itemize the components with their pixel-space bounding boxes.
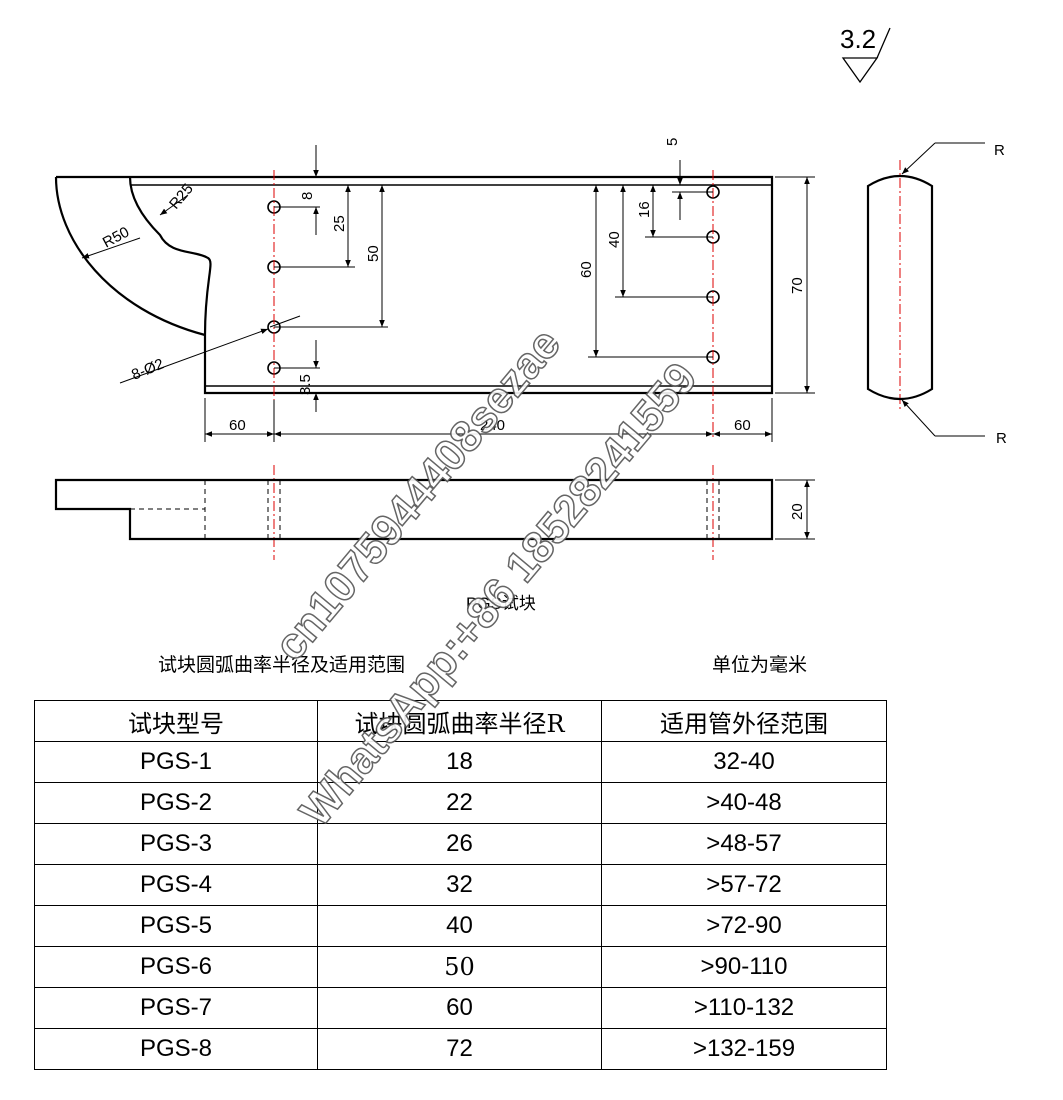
cell-radius: 22: [317, 782, 602, 824]
dim-40: 40: [606, 231, 623, 248]
dim-50: 50: [365, 245, 382, 262]
cell-radius: 72: [317, 1028, 602, 1070]
dim-5-top: 5: [664, 138, 681, 146]
cell-model: PGS-8: [34, 1028, 318, 1070]
cell-model: PGS-3: [34, 823, 318, 865]
center-lines: [273, 160, 901, 560]
table-header-row: 试块型号 试块圆弧曲率半径R 适用管外径范围: [34, 700, 887, 742]
cell-range: >72-90: [601, 905, 887, 947]
surface-finish-value: 3.2: [840, 24, 876, 54]
dim-25: 25: [331, 215, 348, 232]
hidden-lines: [130, 480, 720, 539]
end-view: [866, 175, 934, 400]
cell-radius: 50: [317, 946, 602, 988]
end-view-leaders: [901, 142, 985, 437]
dim-60-left: 60: [229, 417, 246, 434]
dim-holes: 8-Ø2: [129, 355, 166, 383]
cell-range: >132-159: [601, 1028, 887, 1070]
cell-range: >57-72: [601, 864, 887, 906]
cell-model: PGS-6: [34, 946, 318, 988]
cell-range: 32-40: [601, 741, 887, 783]
dim-70: 70: [789, 277, 806, 294]
table-title: 试块圆弧曲率半径及适用范围: [158, 654, 406, 676]
cell-radius: 32: [317, 864, 602, 906]
unit-note: 单位为毫米: [712, 654, 808, 676]
dim-8: 8: [299, 192, 316, 200]
dim-r50: R50: [100, 224, 132, 252]
dim-r-bottom: R: [996, 430, 1007, 447]
cell-range: >110-132: [601, 987, 887, 1029]
cell-radius: 60: [317, 987, 602, 1029]
header-model: 试块型号: [34, 700, 318, 742]
cell-range: >48-57: [601, 823, 887, 865]
dim-3-5: 3.5: [297, 374, 314, 395]
dimension-labels: R50 R25 8-Ø2 8 25 50 3.5 5 16 40 60 70 2…: [100, 138, 1007, 520]
cell-radius: 18: [317, 741, 602, 783]
cell-model: PGS-5: [34, 905, 318, 947]
cell-model: PGS-2: [34, 782, 318, 824]
cell-model: PGS-1: [34, 741, 318, 783]
dimension-lines: [81, 145, 815, 442]
cell-range: >90-110: [601, 946, 887, 988]
cell-model: PGS-7: [34, 987, 318, 1029]
dim-16: 16: [636, 201, 653, 218]
dim-60-right: 60: [734, 417, 751, 434]
dim-r-top: R: [994, 142, 1005, 159]
drawing-label: PGS试块: [466, 594, 536, 613]
cell-radius: 26: [317, 823, 602, 865]
technical-drawing: 3.2: [54, 24, 1007, 560]
dim-240: 240: [480, 417, 505, 434]
dim-20: 20: [789, 503, 806, 520]
cell-range: >40-48: [601, 782, 887, 824]
cell-radius: 40: [317, 905, 602, 947]
cell-model: PGS-4: [34, 864, 318, 906]
side-view: [54, 478, 774, 541]
dim-60-vertical: 60: [578, 261, 595, 278]
header-range: 适用管外径范围: [601, 700, 887, 742]
side-dimension: [775, 479, 815, 540]
surface-finish-symbol: 3.2: [840, 24, 891, 84]
